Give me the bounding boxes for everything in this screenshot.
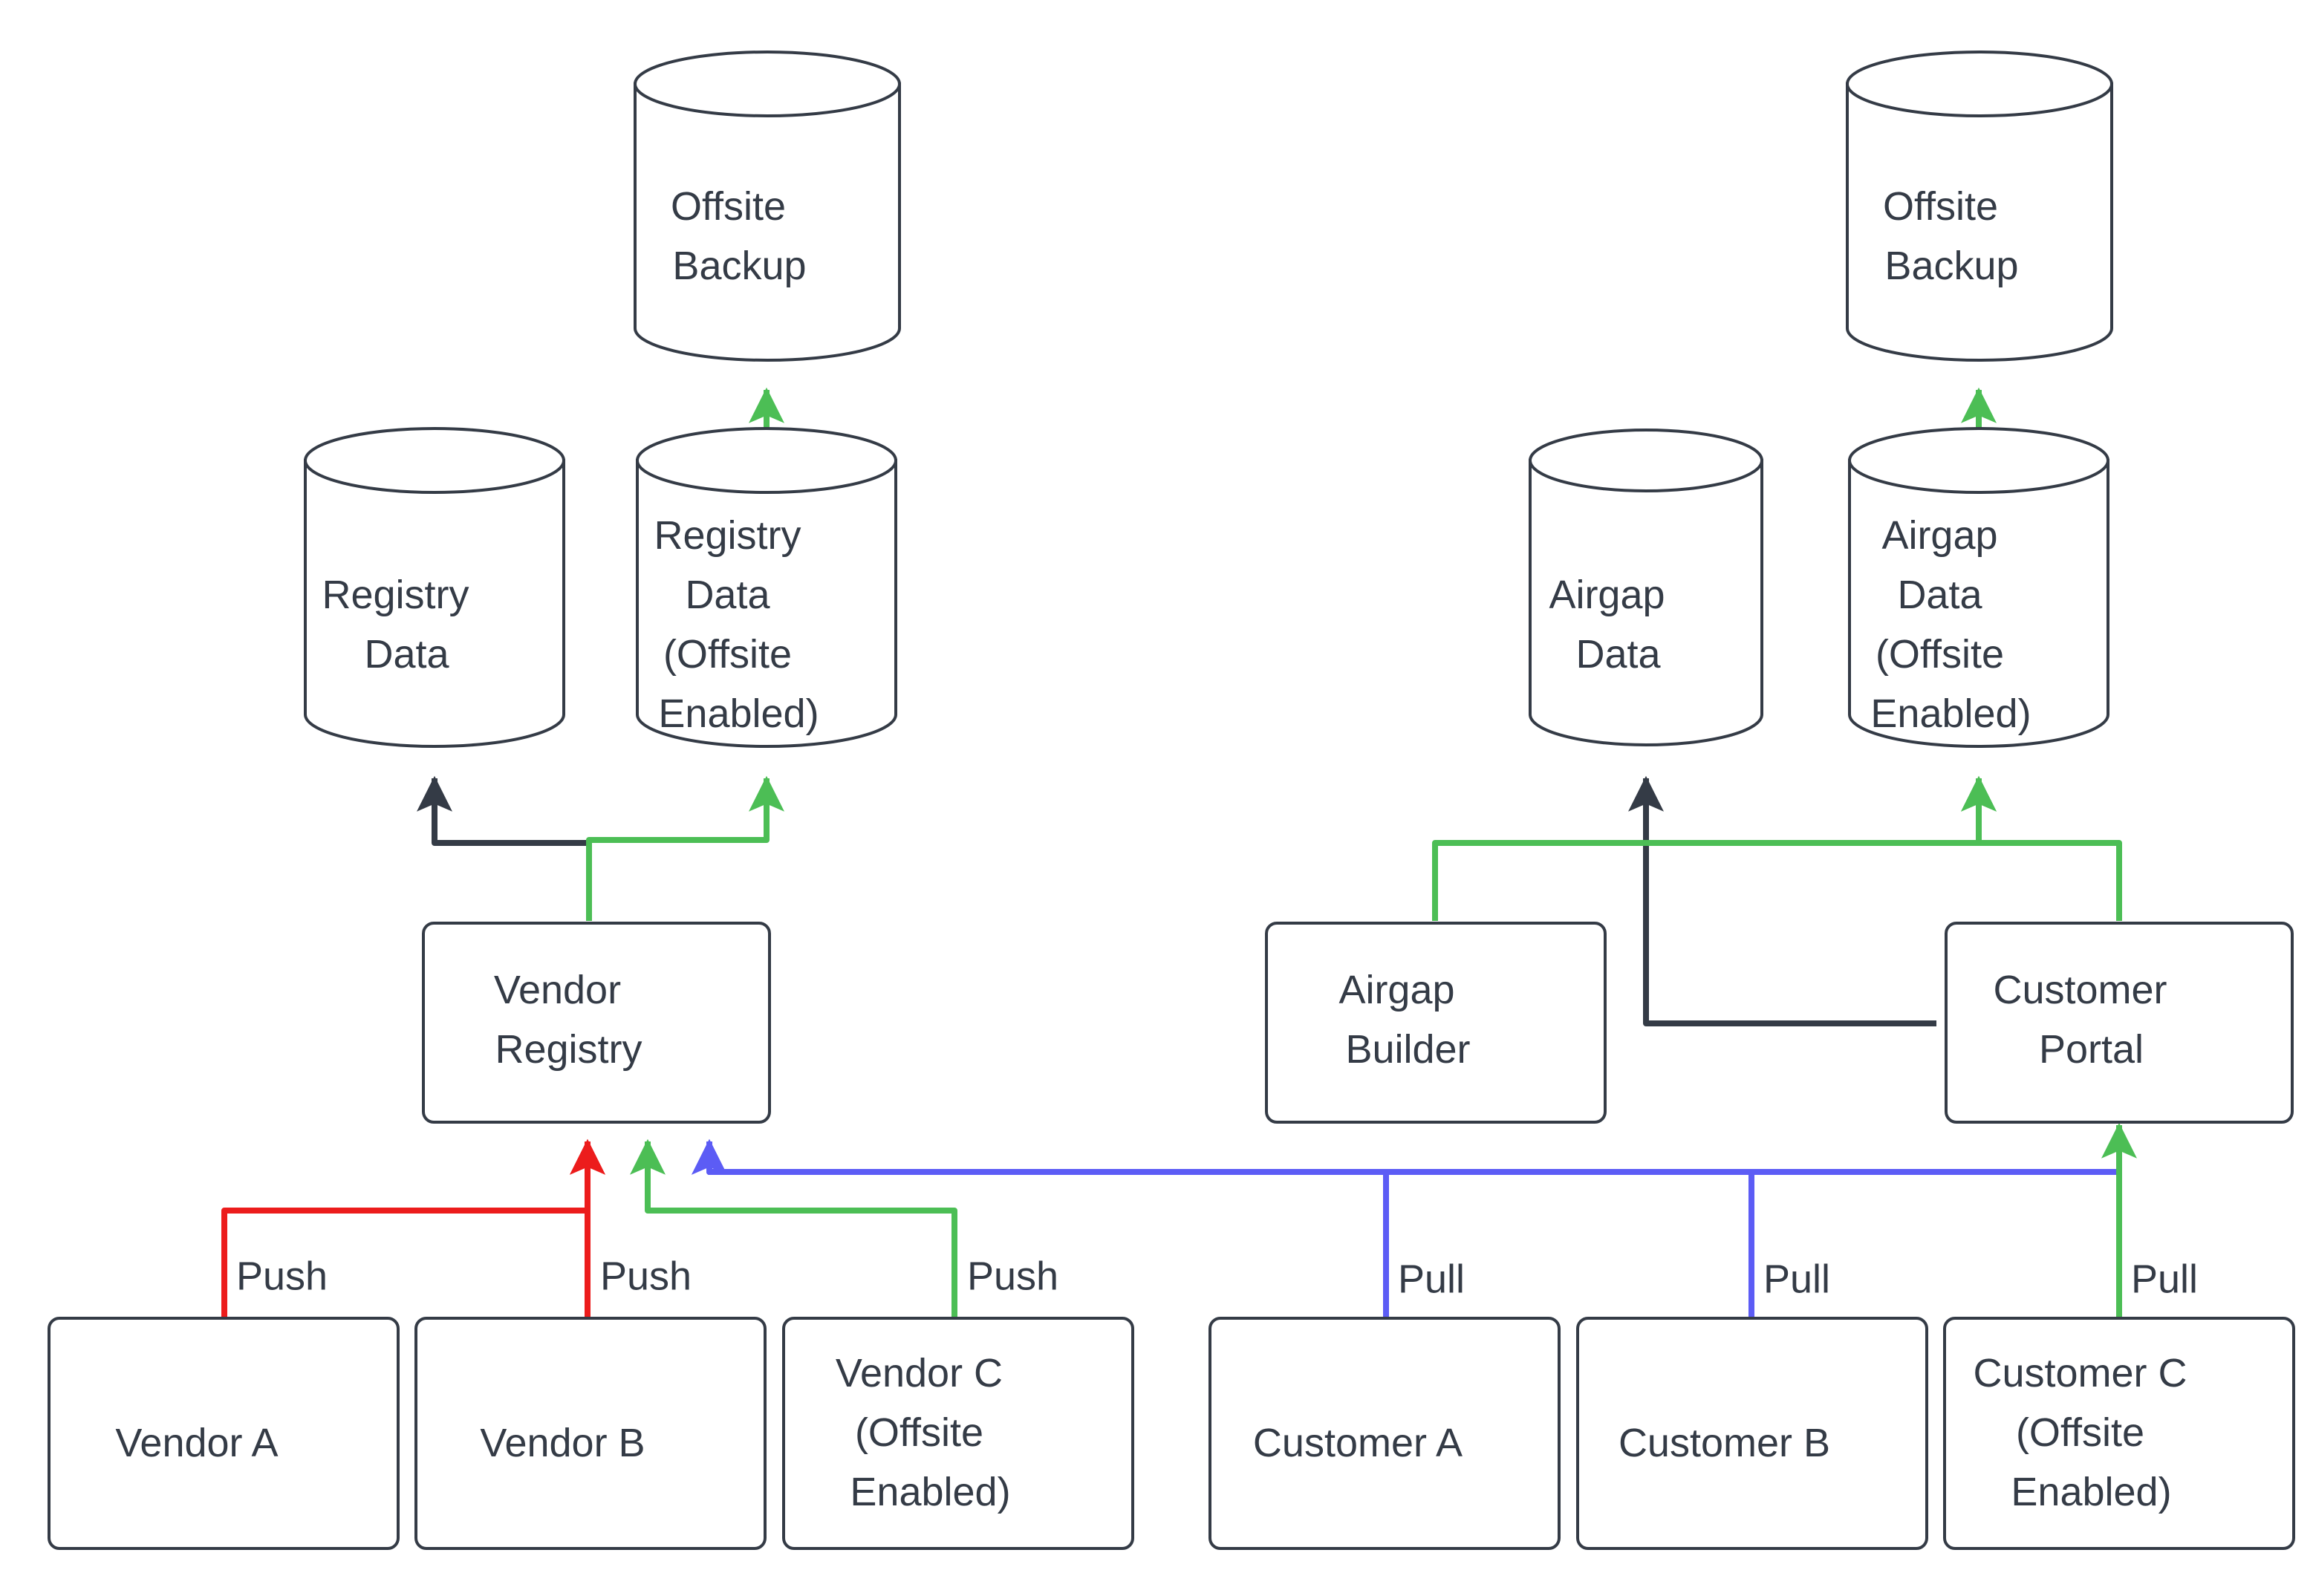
node-label-customer-c: Customer C (Offsite Enabled) [1973, 1351, 2265, 1514]
node-label-vendor-b: Vendor B [480, 1421, 700, 1465]
edge-label-push-1: Push [236, 1254, 328, 1298]
node-label-airgap-data: Airgap Data [1549, 573, 1743, 677]
node-label-airgap-builder: Airgap Builder [1338, 968, 1532, 1072]
node-offsite-backup-left[interactable]: Offsite Backup [634, 51, 901, 362]
edge-customer-portal-offsite [1960, 775, 2122, 921]
node-customer-a[interactable]: Customer A [1208, 1317, 1561, 1550]
node-label-offsite-backup-left: Offsite Backup [671, 184, 864, 288]
node-airgap-data[interactable]: Airgap Data [1529, 429, 1763, 746]
edge-airgap-data [1627, 775, 1936, 1026]
edge-customer-b-pull [691, 1139, 1754, 1317]
edge-label-pull-1: Pull [1398, 1257, 1465, 1301]
node-label-customer-portal: Customer Portal [1993, 968, 2245, 1072]
edge-label-pull-2: Pull [1763, 1257, 1830, 1301]
edge-registry-data [416, 775, 592, 921]
node-label-customer-b: Customer B [1619, 1421, 1886, 1465]
edge-label-pull-3: Pull [2131, 1257, 2198, 1301]
node-label-vendor-c: Vendor C (Offsite Enabled) [836, 1351, 1081, 1514]
node-customer-b[interactable]: Customer B [1576, 1317, 1928, 1550]
node-offsite-backup-right[interactable]: Offsite Backup [1846, 51, 2113, 362]
node-label-registry-data: Registry Data [322, 573, 547, 677]
node-registry-data[interactable]: Registry Data [304, 427, 565, 748]
node-label-airgap-data-offsite: Airgap Data (Offsite Enabled) [1870, 513, 2086, 736]
node-label-vendor-registry: Vendor Registry [494, 968, 699, 1072]
node-registry-data-offsite[interactable]: Registry Data (Offsite Enabled) [636, 427, 897, 748]
node-customer-portal[interactable]: Customer Portal [1945, 922, 2294, 1124]
node-vendor-b[interactable]: Vendor B [414, 1317, 767, 1550]
node-label-customer-a: Customer A [1253, 1421, 1516, 1465]
node-vendor-a[interactable]: Vendor A [48, 1317, 400, 1550]
edge-label-push-2: Push [600, 1254, 692, 1298]
node-label-vendor-a: Vendor A [115, 1421, 331, 1465]
node-airgap-data-offsite[interactable]: Airgap Data (Offsite Enabled) [1848, 427, 2109, 748]
node-label-offsite-backup-right: Offsite Backup [1883, 184, 2076, 288]
edge-label-push-3: Push [967, 1254, 1058, 1298]
node-vendor-c[interactable]: Vendor C (Offsite Enabled) [782, 1317, 1134, 1550]
node-customer-c[interactable]: Customer C (Offsite Enabled) [1943, 1317, 2295, 1550]
edge-registry-data-offsite [586, 775, 784, 921]
node-airgap-builder[interactable]: Airgap Builder [1265, 922, 1607, 1124]
node-label-registry-data-offsite: Registry Data (Offsite Enabled) [654, 513, 879, 736]
edge-vendor-c-push [629, 1139, 957, 1317]
edge-customer-c-pull [706, 1122, 2137, 1317]
edge-airgap-builder-offsite [1432, 775, 1997, 921]
node-vendor-registry[interactable]: Vendor Registry [422, 922, 771, 1124]
